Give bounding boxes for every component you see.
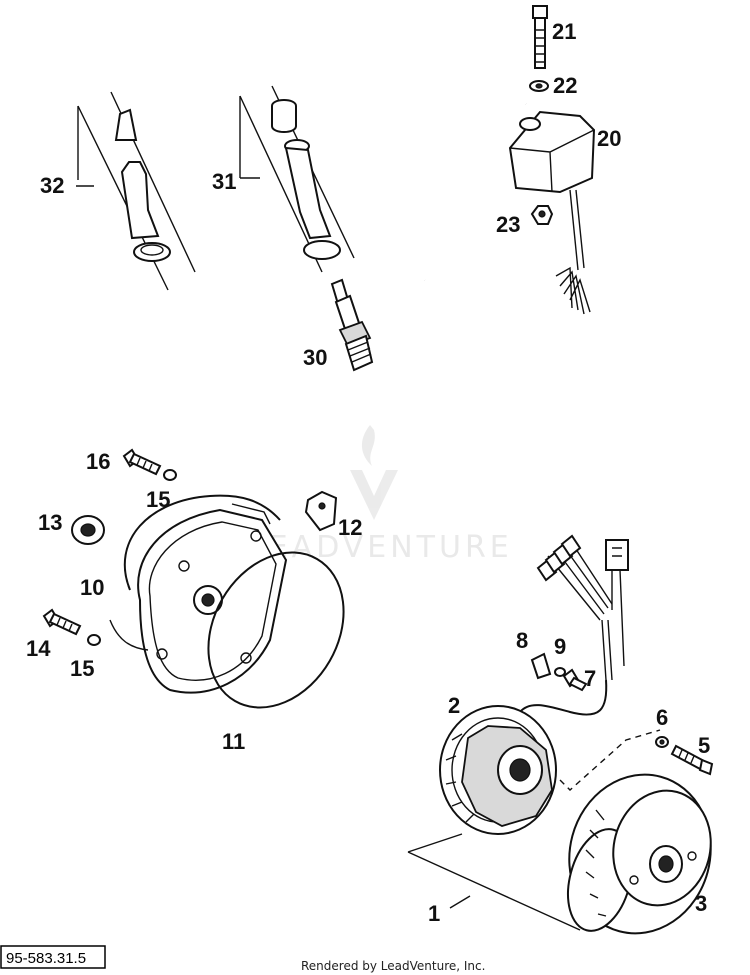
part-12-cable-clip	[304, 490, 338, 532]
part-13-oil-seal	[71, 515, 105, 545]
part-23-nut	[530, 205, 554, 225]
callout-32: 32	[40, 173, 64, 198]
callout-2: 2	[448, 693, 460, 718]
watermark-text: LEADVENTURE	[248, 530, 513, 565]
part-8-cable-holder	[530, 652, 552, 680]
callout-13: 13	[38, 510, 62, 535]
rendered-by-text: Rendered by LeadVenture, Inc.	[301, 959, 485, 973]
part-30-spark-plug	[330, 278, 374, 372]
part-7-screw	[562, 668, 588, 692]
part-6-washer	[655, 736, 669, 748]
callout-5: 5	[698, 733, 710, 758]
callout-23: 23	[496, 212, 520, 237]
watermark: LEADVENTURE	[248, 425, 513, 565]
callout-1: 1	[428, 901, 440, 926]
callout-22: 22	[553, 73, 577, 98]
callout-3: 3	[695, 891, 707, 916]
part-2-stator	[439, 705, 557, 835]
part-20-ignition-coil	[417, 62, 596, 315]
diagram-code-box: 95-583.31.5	[0, 945, 106, 969]
callout-7: 7	[584, 666, 596, 691]
callout-15-lower: 15	[70, 656, 94, 681]
coil-wire-terminals	[555, 266, 591, 315]
callout-16: 16	[86, 449, 110, 474]
callout-11: 11	[222, 729, 245, 754]
part-15-washer-lower	[87, 634, 101, 646]
callout-31: 31	[212, 169, 236, 194]
callout-9: 9	[554, 634, 566, 659]
part-10-generator-cover	[109, 494, 288, 694]
callout-21: 21	[552, 19, 576, 44]
part-15-washer-upper	[163, 469, 177, 481]
part-3-flywheel	[567, 773, 712, 935]
callout-15-upper: 15	[146, 487, 170, 512]
part-21-bolt	[532, 5, 548, 69]
part-32-spark-plug-cap	[76, 91, 196, 291]
callout-12: 12	[338, 515, 362, 540]
callout-14: 14	[26, 636, 51, 661]
part-31-spark-plug-connector	[239, 85, 355, 273]
callout-8: 8	[516, 628, 528, 653]
callout-10: 10	[80, 575, 104, 600]
diagram-code: 95-583.31.5	[6, 950, 86, 967]
callout-20: 20	[597, 126, 621, 151]
part-1-assembly-bracket	[407, 833, 581, 931]
stator-wiring-harness	[519, 534, 629, 716]
callout-6: 6	[656, 705, 668, 730]
leadventure-logo-icon	[350, 425, 398, 520]
part-16-bolt	[122, 448, 162, 476]
part-14-bolt	[42, 608, 82, 636]
part-9-washer	[554, 667, 566, 677]
part-5-bolt	[670, 744, 714, 776]
part-11-cover-gasket	[207, 551, 345, 709]
part-22-washer	[529, 80, 549, 92]
callout-30: 30	[303, 345, 327, 370]
